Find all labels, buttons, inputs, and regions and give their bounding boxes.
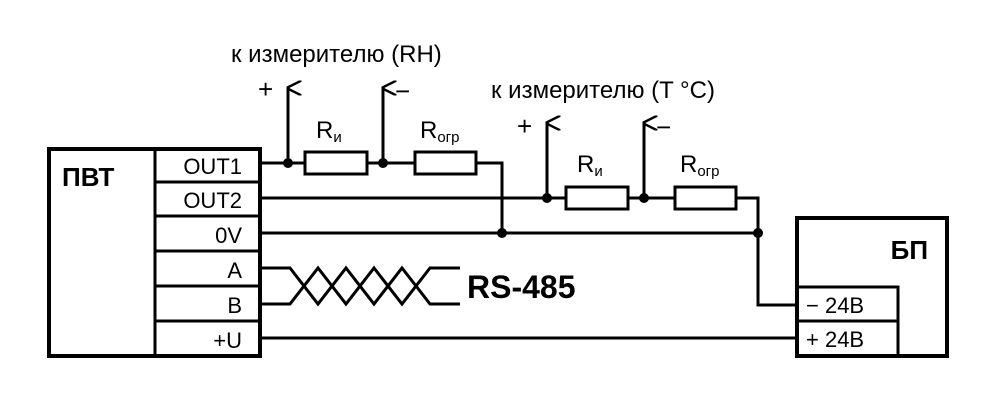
rh-plus-sign: + (258, 74, 273, 104)
resistor-t-lim (673, 185, 738, 211)
junction-t-0v (753, 228, 763, 238)
wire-0v-to-bp-minus (756, 233, 797, 307)
bp-title: БП (891, 235, 928, 265)
t-r-meas-label: Rи (577, 151, 603, 180)
wire-rs485-b (260, 265, 460, 307)
pvt-pin-out2: OUT2 (183, 188, 242, 213)
resistor-t-meas (564, 185, 630, 211)
resistor-rh-meas (303, 150, 369, 176)
pvt-device: ПВТ OUT1 OUT2 0V A B +U (47, 147, 262, 358)
rh-minus-sign: − (395, 76, 410, 106)
resistor-rh-lim (413, 150, 478, 176)
bp-device: БП − 24В + 24В (795, 216, 949, 358)
rh-r-meas-label: Rи (316, 117, 342, 146)
t-r-lim-sub: огр (697, 163, 719, 180)
t-r-lim-label: Rогр (680, 151, 720, 180)
t-r-lim-main: R (680, 151, 697, 178)
pvt-pin-out1: OUT1 (183, 154, 242, 179)
rh-heading: к измерителю (RH) (231, 41, 442, 68)
rh-r-lim-sub: огр (437, 129, 459, 146)
rh-r-meas-main: R (316, 117, 333, 144)
pvt-pin-0v: 0V (215, 223, 242, 248)
t-heading: к измерителю (T °C) (491, 77, 715, 104)
wire-t-return (736, 196, 760, 233)
t-plus-sign: + (517, 111, 532, 141)
junction-rh-0v (497, 228, 507, 238)
junction-rh-plus (283, 158, 293, 168)
junction-rh-minus (378, 158, 388, 168)
bp-pin-minus-24v: − 24В (806, 293, 864, 318)
bp-pin-plus-24v: + 24В (806, 327, 864, 352)
pvt-pin-a: A (227, 258, 242, 283)
t-minus-sign: − (656, 112, 671, 142)
wires (260, 161, 797, 340)
rh-r-lim-main: R (420, 117, 437, 144)
rh-r-lim-label: Rогр (420, 117, 460, 146)
pvt-pin-plus-u: +U (213, 328, 242, 353)
t-r-meas-main: R (577, 151, 594, 178)
t-r-meas-sub: и (594, 163, 602, 180)
junction-t-plus (542, 193, 552, 203)
junction-t-minus (639, 193, 649, 203)
rh-r-meas-sub: и (333, 129, 341, 146)
wire-rh-return (476, 161, 504, 233)
rs485-label: RS-485 (467, 269, 576, 305)
pvt-pin-b: B (227, 293, 242, 318)
pvt-title: ПВТ (62, 162, 114, 192)
